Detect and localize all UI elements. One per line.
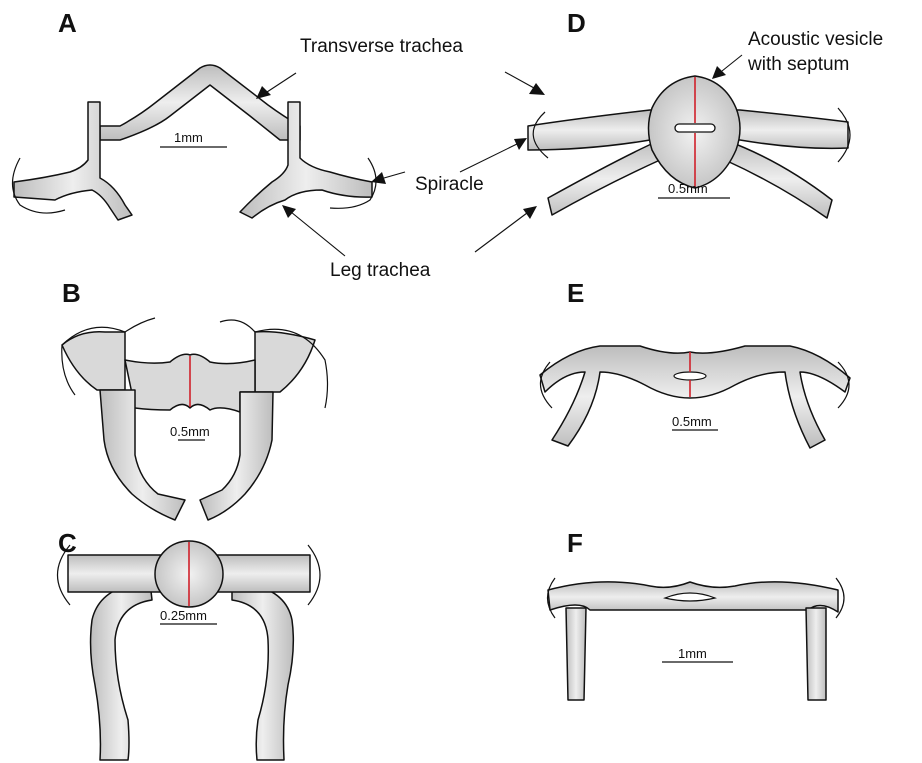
left-chamber-b bbox=[62, 332, 125, 390]
arrow-spiracle-d bbox=[460, 144, 517, 172]
right-leg-trachea-f bbox=[806, 608, 826, 700]
panel-e: E 0.5mm bbox=[540, 278, 850, 448]
arrow-spiracle-a bbox=[384, 172, 405, 178]
vesicle-opening-e bbox=[674, 372, 706, 380]
label-spiracle: Spiracle bbox=[415, 174, 484, 195]
panel-letter-a: A bbox=[58, 8, 77, 38]
label-acoustic-vesicle-1: Acoustic vesicle bbox=[748, 29, 883, 50]
trachea-e bbox=[540, 346, 850, 448]
arrow-transverse-d bbox=[505, 72, 534, 88]
arrow-head-vesicle bbox=[712, 66, 726, 79]
arrow-transverse-a bbox=[267, 73, 296, 92]
panel-letter-e: E bbox=[567, 278, 584, 308]
arrow-vesicle bbox=[722, 55, 742, 71]
left-leg-trachea-f bbox=[566, 608, 586, 700]
label-leg-trachea: Leg trachea bbox=[330, 260, 431, 281]
label-acoustic-vesicle-2: with septum bbox=[747, 54, 849, 75]
scale-label-f: 1mm bbox=[678, 646, 707, 661]
arrow-head-transverse-a bbox=[256, 86, 271, 99]
arrow-head-leg-a bbox=[282, 205, 296, 218]
left-leg-trachea-c bbox=[91, 582, 152, 760]
scale-label-c: 0.25mm bbox=[160, 608, 207, 623]
scale-label-d: 0.5mm bbox=[668, 181, 708, 196]
left-trachea-a bbox=[14, 102, 132, 220]
vesicle-opening-d bbox=[675, 124, 715, 132]
arrow-head-transverse-d bbox=[529, 83, 545, 95]
arrow-leg-d bbox=[475, 213, 527, 252]
transverse-trachea-a bbox=[100, 65, 300, 140]
panel-letter-d: D bbox=[567, 8, 586, 38]
panel-letter-c: C bbox=[58, 528, 77, 558]
arrow-head-spiracle-a bbox=[371, 172, 386, 184]
arrow-head-leg-d bbox=[523, 206, 537, 219]
panel-letter-f: F bbox=[567, 528, 583, 558]
label-transverse-trachea: Transverse trachea bbox=[300, 36, 463, 57]
panel-b: B 0.5mm bbox=[62, 278, 328, 520]
scale-label-e: 0.5mm bbox=[672, 414, 712, 429]
right-chamber-b bbox=[255, 332, 315, 392]
panel-f: F 1mm bbox=[548, 528, 845, 700]
arrow-leg-a bbox=[291, 212, 345, 256]
scale-label-a: 1mm bbox=[174, 130, 203, 145]
panel-c: C 0.25mm bbox=[58, 528, 321, 760]
right-leg-trachea-c bbox=[232, 582, 293, 760]
scale-label-b: 0.5mm bbox=[170, 424, 210, 439]
panel-letter-b: B bbox=[62, 278, 81, 308]
annotations: Transverse trachea Acoustic vesicle with… bbox=[256, 29, 883, 281]
